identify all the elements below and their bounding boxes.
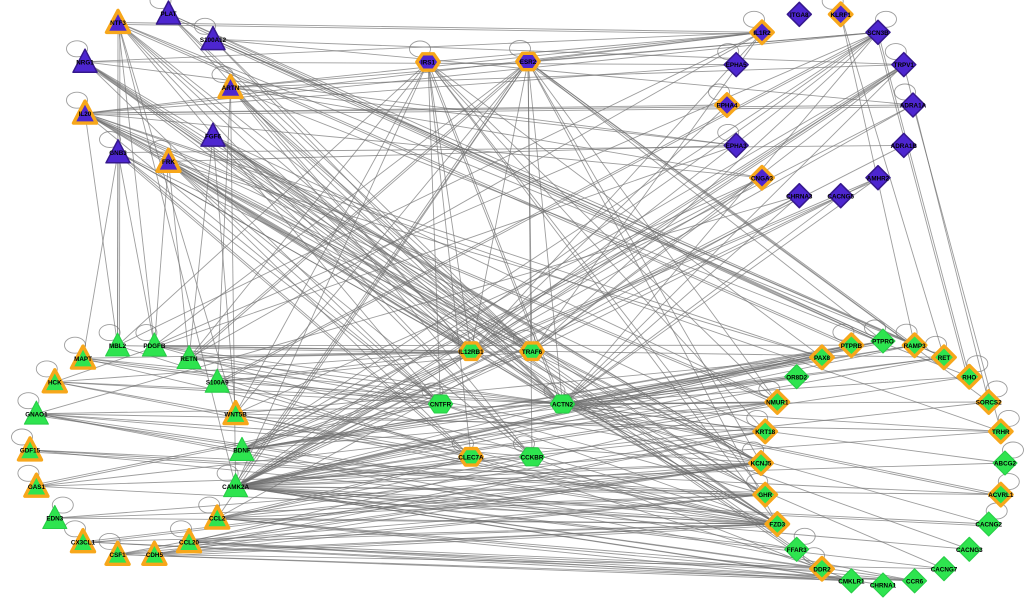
svg-text:CNTFR: CNTFR: [430, 402, 452, 409]
svg-text:SORCS2: SORCS2: [976, 400, 1002, 407]
svg-text:CDH5: CDH5: [146, 552, 164, 559]
svg-text:EDN3: EDN3: [46, 516, 63, 523]
svg-text:ACVRL1: ACVRL1: [988, 492, 1014, 499]
svg-text:GNAO1: GNAO1: [25, 411, 48, 418]
svg-text:CSF1: CSF1: [110, 552, 127, 559]
svg-text:AMHR2: AMHR2: [867, 175, 890, 182]
svg-text:RETN: RETN: [180, 356, 198, 363]
svg-text:NTF3: NTF3: [110, 20, 126, 27]
svg-text:CNGA3: CNGA3: [751, 175, 774, 182]
svg-text:CCL2: CCL2: [209, 516, 226, 523]
svg-text:EPHA3: EPHA3: [726, 143, 747, 150]
svg-text:KLRF1: KLRF1: [831, 12, 852, 19]
svg-text:S100A9: S100A9: [206, 380, 229, 387]
svg-text:CACNG2: CACNG2: [975, 522, 1002, 529]
svg-text:RHO: RHO: [962, 374, 976, 381]
svg-text:ITGA8: ITGA8: [790, 12, 809, 19]
svg-text:CACNG5: CACNG5: [827, 193, 854, 200]
svg-text:NMUR1: NMUR1: [766, 400, 789, 407]
svg-text:WNT5B: WNT5B: [224, 411, 247, 418]
svg-text:RAMP3: RAMP3: [904, 343, 927, 350]
svg-text:SCN3B: SCN3B: [867, 30, 889, 37]
svg-text:FFAR3: FFAR3: [787, 547, 807, 554]
svg-text:OR8D2: OR8D2: [786, 374, 807, 381]
svg-text:BDNF: BDNF: [233, 448, 251, 455]
svg-text:TRHR: TRHR: [992, 429, 1010, 436]
svg-text:HCK: HCK: [48, 380, 62, 387]
svg-text:RET: RET: [938, 355, 951, 362]
svg-text:CCKBR: CCKBR: [521, 454, 544, 461]
svg-text:GHR: GHR: [758, 492, 772, 499]
svg-text:ESR2: ESR2: [520, 59, 537, 66]
svg-text:GDF15: GDF15: [20, 448, 41, 455]
svg-text:PDGFB: PDGFB: [143, 343, 165, 350]
svg-text:EPHA5: EPHA5: [726, 62, 747, 69]
svg-text:PTPRO: PTPRO: [872, 339, 894, 346]
svg-text:ACTN2: ACTN2: [552, 402, 573, 409]
svg-text:ABCG2: ABCG2: [994, 461, 1017, 468]
svg-text:CCR6: CCR6: [906, 578, 924, 585]
svg-text:CCL20: CCL20: [179, 539, 199, 546]
svg-text:FZD3: FZD3: [769, 522, 785, 529]
svg-text:ADRA1A: ADRA1A: [900, 103, 927, 110]
svg-text:GNB3: GNB3: [109, 150, 127, 157]
svg-text:ARTN: ARTN: [222, 85, 240, 92]
svg-text:KRT18: KRT18: [755, 429, 775, 436]
svg-text:PLAT: PLAT: [161, 11, 177, 18]
svg-text:CHRNA3: CHRNA3: [786, 193, 813, 200]
svg-text:S100A12: S100A12: [200, 37, 227, 44]
svg-text:MAPT: MAPT: [74, 356, 92, 363]
svg-text:CMKLR1: CMKLR1: [838, 578, 865, 585]
svg-text:IL1R2: IL1R2: [753, 30, 771, 37]
svg-text:CHRNA1: CHRNA1: [870, 583, 897, 590]
svg-text:CAMK2A: CAMK2A: [222, 484, 249, 491]
svg-text:IRS1: IRS1: [421, 60, 435, 67]
svg-text:PTPRB: PTPRB: [841, 343, 863, 350]
svg-text:PAX8: PAX8: [814, 355, 830, 362]
svg-text:FGF6: FGF6: [205, 133, 222, 140]
svg-text:EPHA4: EPHA4: [717, 103, 738, 110]
svg-text:ADRA1B: ADRA1B: [891, 143, 918, 150]
svg-text:CACNG3: CACNG3: [956, 547, 983, 554]
svg-text:IL20: IL20: [79, 111, 92, 118]
svg-text:IL12RB1: IL12RB1: [458, 349, 484, 356]
svg-text:CLEC7A: CLEC7A: [458, 454, 484, 461]
svg-text:CX3CL1: CX3CL1: [71, 539, 96, 546]
svg-text:MBL2: MBL2: [109, 343, 127, 350]
svg-text:KCNJ5: KCNJ5: [751, 461, 772, 468]
svg-text:CACNG7: CACNG7: [931, 566, 958, 573]
svg-text:NRG1: NRG1: [76, 59, 94, 66]
svg-text:TRAF6: TRAF6: [522, 349, 543, 356]
svg-text:DDR2: DDR2: [813, 566, 831, 573]
svg-text:GAS1: GAS1: [28, 484, 46, 491]
svg-text:TRPV1: TRPV1: [894, 62, 915, 69]
svg-text:FRK: FRK: [162, 159, 175, 166]
